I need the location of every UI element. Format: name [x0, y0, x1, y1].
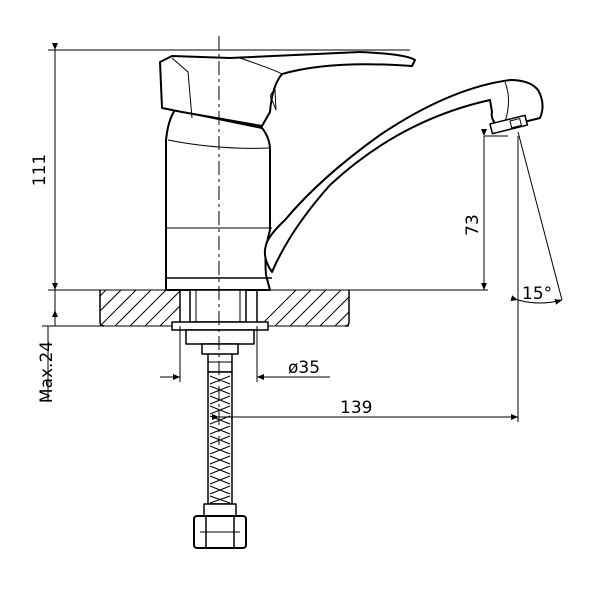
label-diameter: ø35	[288, 358, 320, 378]
label-angle: 15°	[522, 284, 552, 304]
dimension-height: 111	[30, 43, 410, 290]
hatch-right	[259, 290, 349, 326]
dimension-max-thickness: Max.24	[37, 290, 100, 403]
dimension-spout-height: 73	[463, 129, 508, 290]
dimension-reach: 139	[212, 136, 519, 422]
countertop-section	[48, 289, 488, 327]
mounting-fittings	[171, 289, 269, 373]
faucet-body	[165, 109, 272, 291]
dimension-angle: 15°	[510, 131, 563, 305]
handle-lever	[159, 51, 416, 127]
flex-hose	[193, 371, 247, 549]
label-spout-height: 73	[463, 214, 483, 236]
label-height: 111	[30, 154, 50, 186]
hatch-left	[100, 290, 180, 326]
label-max-thickness: Max.24	[37, 341, 57, 403]
spout	[263, 79, 544, 273]
dimension-diameter: ø35	[160, 326, 330, 382]
label-reach: 139	[340, 398, 372, 418]
